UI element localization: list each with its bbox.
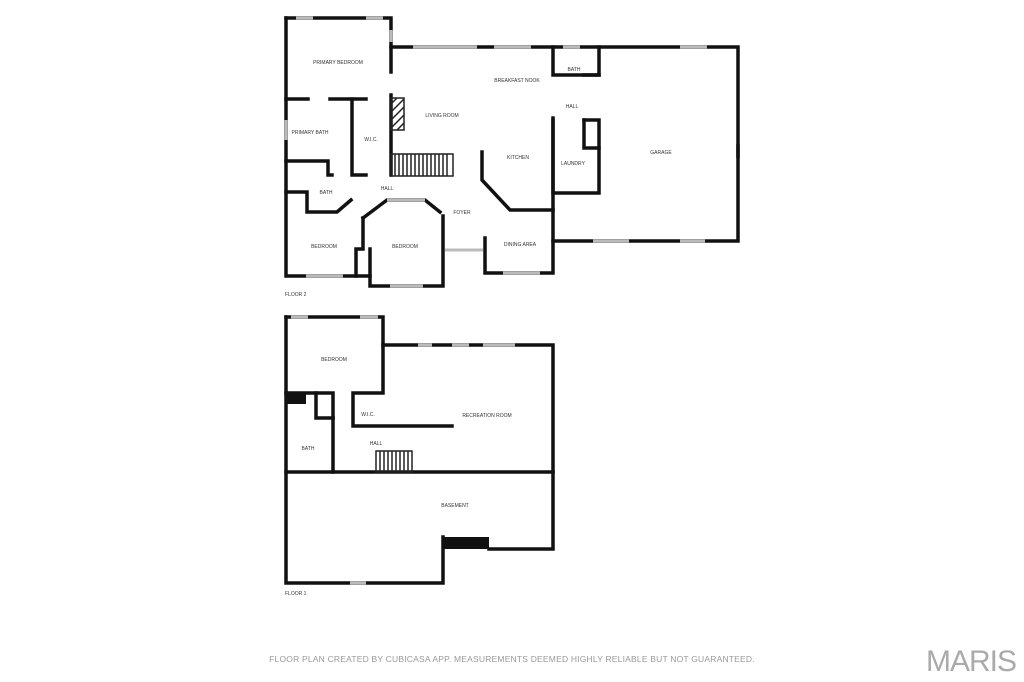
floor-2-label: FLOOR 2: [285, 292, 307, 298]
room-label-dining-area: DINING AREA: [504, 242, 537, 248]
room-label-hall: HALL: [381, 186, 394, 192]
floor-2-walls: [284, 16, 740, 288]
room-label-bath-f1: BATH: [302, 446, 315, 452]
room-label-hall-right: HALL: [566, 104, 579, 110]
room-label-basement: BASEMENT: [441, 503, 469, 509]
stairs-floor-2: [390, 153, 454, 177]
room-label-foyer: FOYER: [453, 210, 471, 216]
floor-1-walls: [284, 315, 555, 585]
room-label-garage: GARAGE: [650, 150, 672, 156]
room-label-bedroom-mid: BEDROOM: [392, 244, 418, 250]
disclaimer-text: FLOOR PLAN CREATED BY CUBICASA APP. MEAS…: [269, 654, 755, 664]
room-label-bath-left: BATH: [320, 190, 333, 196]
room-label-wic: W.I.C.: [364, 137, 378, 143]
room-label-laundry: LAUNDRY: [561, 161, 585, 167]
floor-1-label: FLOOR 1: [285, 591, 307, 597]
room-label-kitchen: KITCHEN: [507, 155, 529, 161]
room-label-wic-f1: W.I.C.: [361, 412, 375, 418]
fireplace-icon: [390, 97, 405, 131]
room-label-bath-upper: BATH: [568, 67, 581, 73]
room-label-bedroom-left: BEDROOM: [311, 244, 337, 250]
room-label-hall-f1: HALL: [370, 441, 383, 447]
room-label-primary-bath: PRIMARY BATH: [292, 130, 329, 136]
room-label-breakfast-nook: BREAKFAST NOOK: [494, 78, 540, 84]
room-label-living-room: LIVING ROOM: [425, 113, 458, 119]
room-label-bedroom: BEDROOM: [321, 357, 347, 363]
maris-logo: MARIS: [925, 645, 1017, 678]
stairs-floor-1: [375, 450, 413, 473]
room-label-recreation-room: RECREATION ROOM: [462, 413, 511, 419]
room-label-primary-bedroom: PRIMARY BEDROOM: [313, 60, 363, 66]
